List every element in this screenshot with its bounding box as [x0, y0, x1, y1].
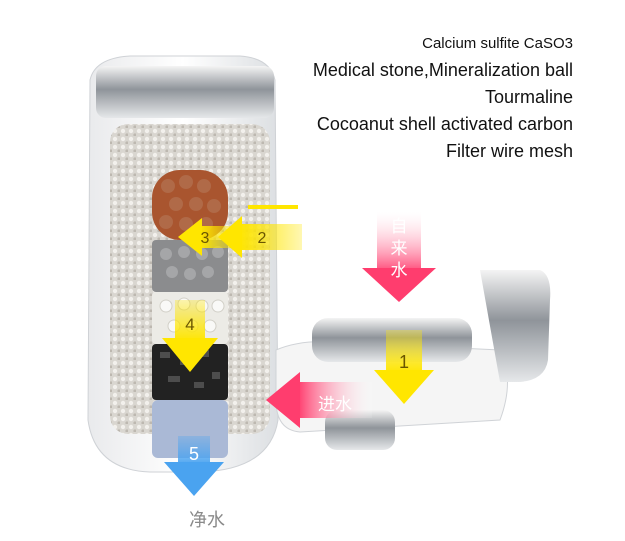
step-number-1: 1	[399, 352, 409, 372]
arrow-step-3	[178, 218, 236, 256]
step-number-2: 2	[258, 230, 267, 247]
label-tap-water-char-3: 水	[391, 261, 408, 281]
layer-label-calcium-sulfite: Calcium sulfite CaSO3	[422, 35, 573, 52]
arrow-water-in	[266, 372, 372, 428]
layer-label-medical-stone: Medical stone,Mineralization ball	[312, 60, 573, 80]
label-tap-water-char-2: 来	[391, 239, 408, 259]
switch-lever	[480, 270, 551, 382]
label-tap-water-char-1: 自	[391, 217, 408, 237]
arrow-clean-water	[164, 436, 224, 496]
step-number-3: 3	[201, 230, 210, 247]
label-clean-water: 净水	[189, 510, 225, 531]
layer-label-tourmaline: Tourmaline	[484, 87, 573, 107]
layer-label-coconut-carbon: Cocoanut shell activated carbon	[316, 114, 573, 134]
flow-marker	[248, 205, 298, 209]
arrow-step-1	[374, 330, 434, 404]
layer-label-filter-mesh: Filter wire mesh	[445, 141, 573, 161]
arrow-step-4	[162, 300, 218, 372]
chrome-cap	[96, 66, 274, 118]
step-number-5: 5	[189, 444, 199, 464]
arrow-tap-water	[362, 212, 436, 302]
filter-layer-list: Calcium sulfite CaSO3 Medical stone,Mine…	[313, 30, 573, 165]
step-number-4: 4	[185, 315, 194, 334]
label-water-in: 进水	[318, 395, 352, 415]
chrome-base	[325, 410, 395, 450]
